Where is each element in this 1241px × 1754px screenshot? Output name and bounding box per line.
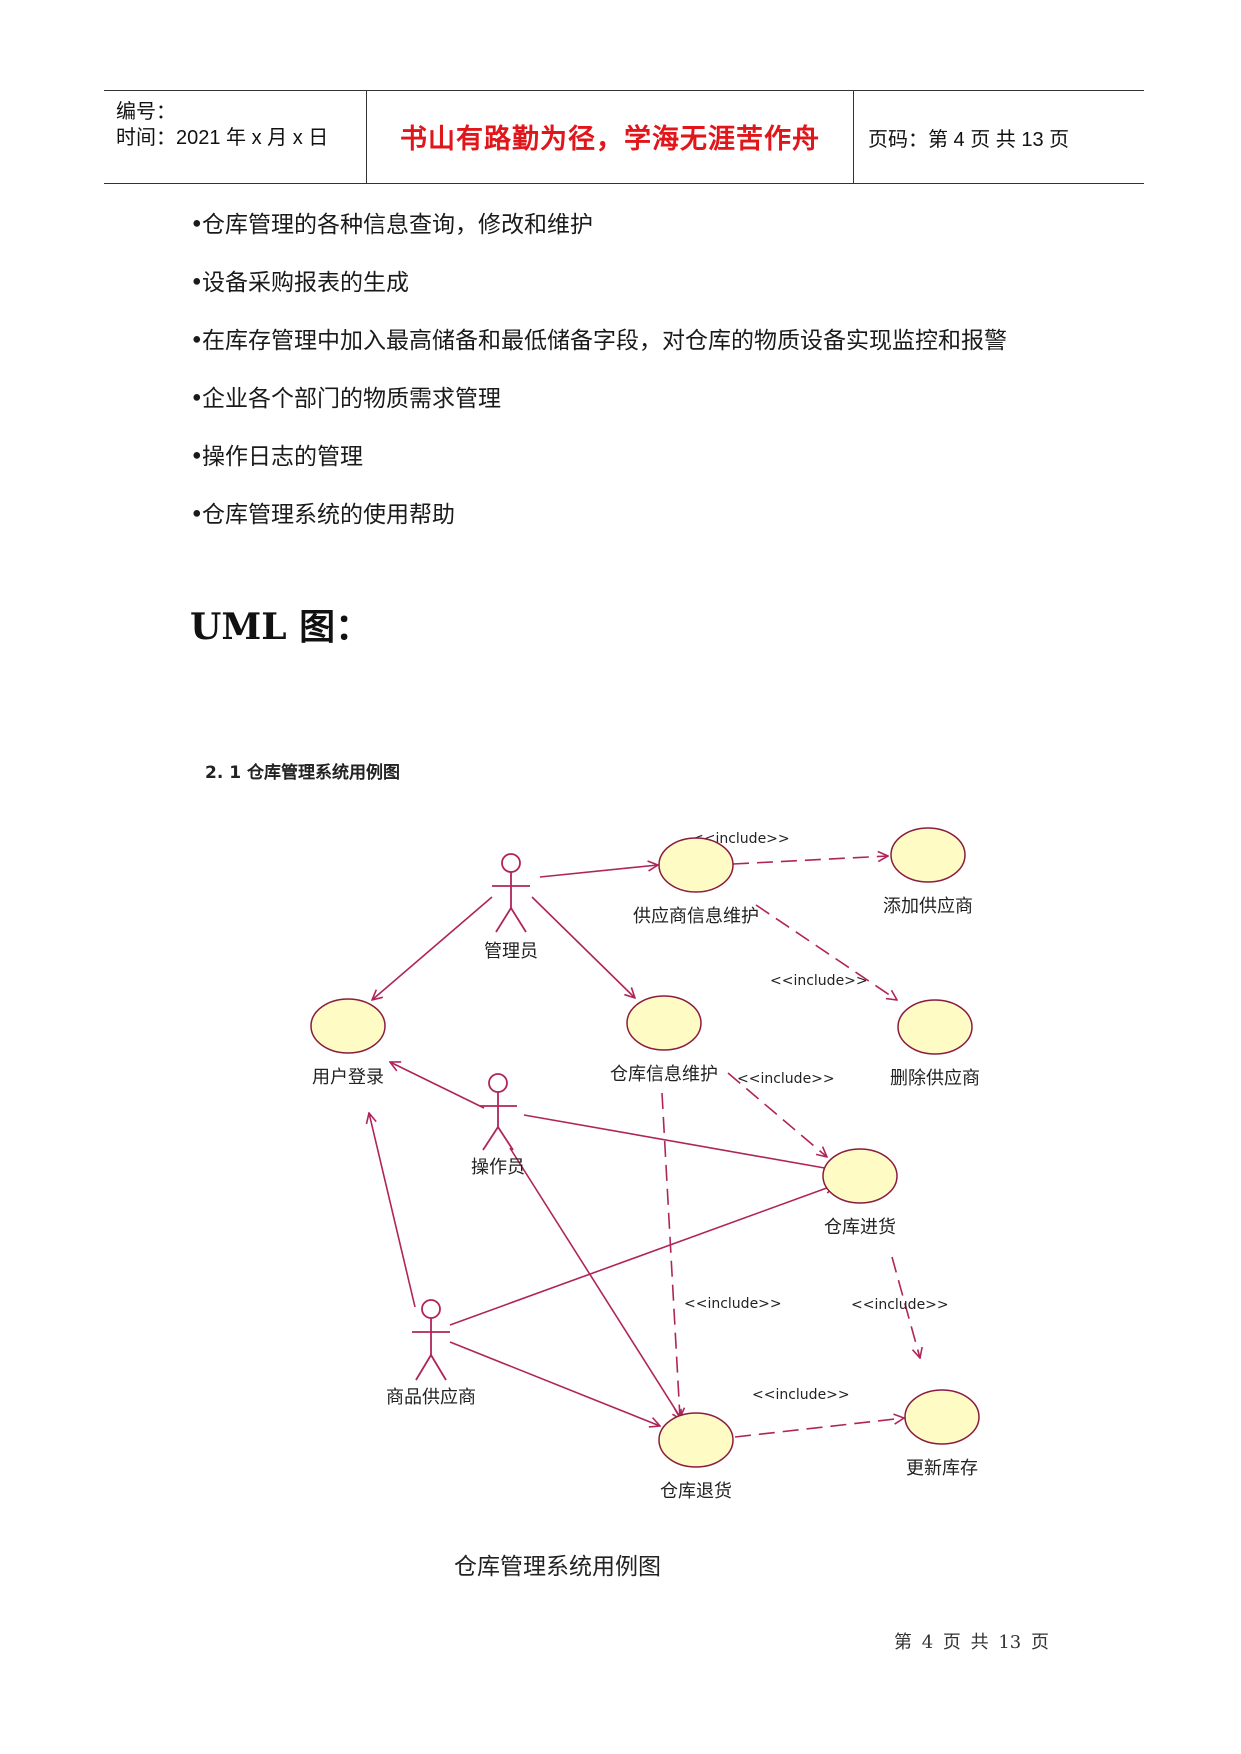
header-time-label: 时间：2021 年 x 月 x 日 xyxy=(116,127,329,149)
usecase-add-supplier xyxy=(890,827,966,883)
admin-to-supplier-maint xyxy=(539,865,658,878)
include-label: <<include>> xyxy=(684,1296,782,1312)
feature-item: •仓库管理系统的使用帮助 xyxy=(190,502,455,528)
operator-to-warehouse-in xyxy=(523,1114,836,1170)
include-label: <<include>> xyxy=(770,973,868,989)
usecase-warehouse-return-label: 仓库退货 xyxy=(660,1481,732,1502)
include-labels: <<include>> <<include>> <<include>> <<in… xyxy=(684,831,949,1403)
use-case-diagram: <<include>> <<include>> <<include>> <<in… xyxy=(310,827,980,1502)
include-supplier-to-add xyxy=(732,856,888,865)
operator-to-warehouse-return xyxy=(509,1147,682,1420)
header-left-cell: 编号： 时间：2021 年 x 月 x 日 xyxy=(104,91,366,183)
actor-supplier-figure xyxy=(412,1299,450,1381)
actor-operator-figure xyxy=(480,1073,517,1151)
figure-heading: 2. 1 仓库管理系统用例图 xyxy=(205,763,400,783)
supplier-to-user-login xyxy=(369,1113,416,1308)
usecase-supplier-maint-label: 供应商信息维护 xyxy=(633,906,759,927)
actor-admin-figure xyxy=(492,853,530,933)
include-return-to-update xyxy=(734,1418,904,1438)
header-motto: 书山有路勤为径，学海无涯苦作舟 xyxy=(400,124,820,155)
header-right-cell: 页码：第 4 页 共 13 页 xyxy=(854,91,1144,183)
usecase-warehouse-in-label: 仓库进货 xyxy=(824,1217,896,1238)
operator-to-user-login xyxy=(390,1062,485,1109)
header-middle-cell: 书山有路勤为径，学海无涯苦作舟 xyxy=(366,91,854,183)
figure-caption: 仓库管理系统用例图 xyxy=(454,1554,661,1580)
feature-item: •企业各个部门的物质需求管理 xyxy=(190,386,501,412)
include-in-to-update xyxy=(891,1256,920,1358)
include-supplier-to-delete xyxy=(755,904,897,1000)
admin-to-user-login xyxy=(372,896,493,1000)
usecase-supplier-maint xyxy=(658,837,734,893)
actor-supplier-label: 商品供应商 xyxy=(386,1387,476,1408)
usecase-warehouse-return xyxy=(658,1412,734,1468)
feature-item: •操作日志的管理 xyxy=(190,444,363,470)
include-warehouse-to-in xyxy=(727,1072,827,1157)
supplier-to-warehouse-in xyxy=(449,1185,835,1326)
supplier-to-warehouse-return xyxy=(449,1341,660,1426)
usecase-user-login xyxy=(310,998,386,1054)
include-warehouse-to-return xyxy=(661,1092,680,1418)
feature-list: •仓库管理的各种信息查询，修改和维护 •设备采购报表的生成 •在库存管理中加入最… xyxy=(190,208,1070,556)
admin-to-warehouse-maint xyxy=(531,896,635,998)
actor-operator-label: 操作员 xyxy=(471,1157,525,1178)
use-cases xyxy=(310,827,980,1468)
feature-item: •在库存管理中加入最高储备和最低储备字段，对仓库的物质设备实现监控和报警 xyxy=(190,328,1007,354)
include-lines xyxy=(661,856,920,1438)
page-footer: 第 4 页 共 13 页 xyxy=(894,1632,1049,1653)
usecase-labels: 供应商信息维护 添加供应商 删除供应商 用户登录 仓库信息维护 仓库进货 仓库退… xyxy=(312,896,980,1502)
uml-section-title: UML 图： xyxy=(190,606,372,648)
association-lines xyxy=(369,865,836,1426)
actor-labels: 管理员 操作员 商品供应商 xyxy=(386,941,538,1408)
include-label: <<include>> xyxy=(851,1297,949,1313)
usecase-delete-supplier xyxy=(897,999,973,1055)
page-header: 编号： 时间：2021 年 x 月 x 日 书山有路勤为径，学海无涯苦作舟 页码… xyxy=(104,90,1144,184)
usecase-warehouse-maint xyxy=(626,995,702,1051)
usecase-update-stock xyxy=(904,1389,980,1445)
feature-item: •仓库管理的各种信息查询，修改和维护 xyxy=(190,212,593,238)
header-number-label: 编号： xyxy=(116,101,176,123)
usecase-update-stock-label: 更新库存 xyxy=(906,1458,978,1479)
actor-admin-label: 管理员 xyxy=(484,941,538,962)
usecase-user-login-label: 用户登录 xyxy=(312,1067,384,1088)
usecase-warehouse-in xyxy=(822,1148,898,1204)
include-label: <<include>> xyxy=(737,1071,835,1087)
header-page-label: 页码：第 4 页 共 13 页 xyxy=(868,129,1070,151)
usecase-warehouse-maint-label: 仓库信息维护 xyxy=(610,1064,718,1085)
feature-item: •设备采购报表的生成 xyxy=(190,270,409,296)
usecase-add-supplier-label: 添加供应商 xyxy=(883,896,973,917)
include-label: <<include>> xyxy=(752,1387,850,1403)
usecase-delete-supplier-label: 删除供应商 xyxy=(890,1068,980,1089)
